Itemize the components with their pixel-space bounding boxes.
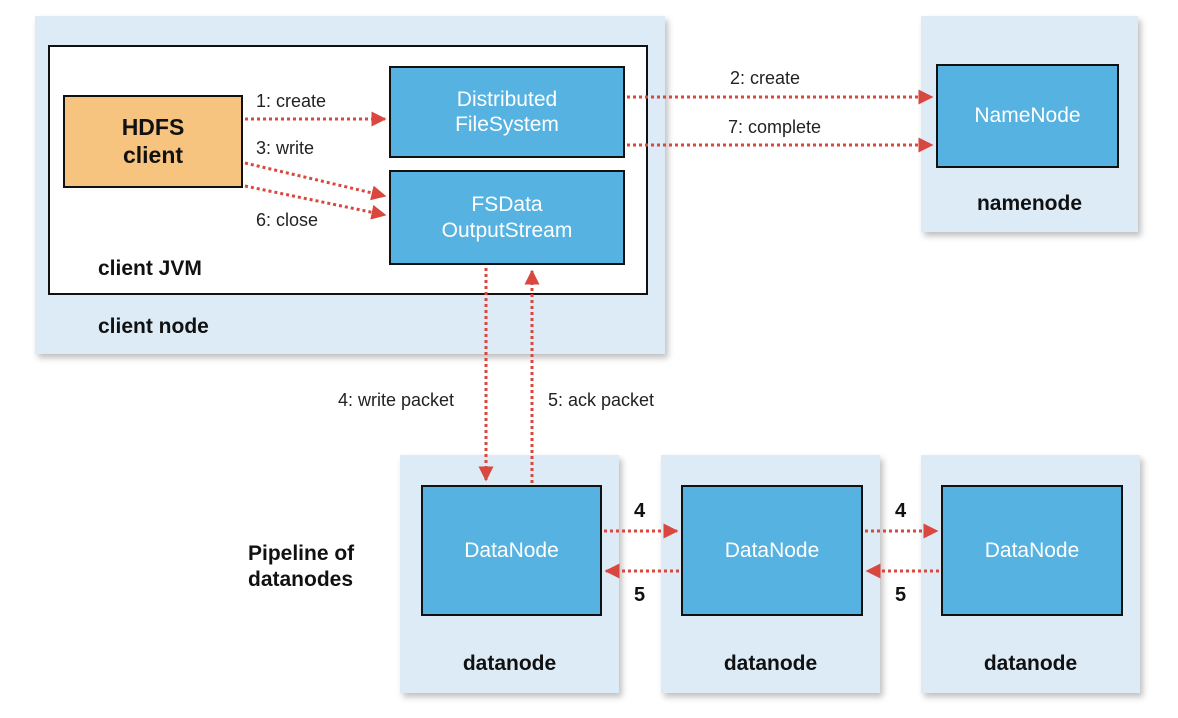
- client-node-label: client node: [98, 315, 209, 338]
- edge-label-create: 1: create: [256, 91, 327, 111]
- edge-label-write-packet: 4: write packet: [338, 390, 455, 410]
- datanode-label-3: datanode: [983, 652, 1078, 675]
- edge-label-complete: 7: complete: [728, 117, 822, 137]
- datanode-box-3: DataNode: [941, 485, 1123, 616]
- seq-back-1: 5: [634, 584, 646, 606]
- datanode-label-1: datanode: [462, 652, 557, 675]
- datanode-box-2: DataNode: [681, 485, 863, 616]
- namenode-label: namenode: [976, 192, 1083, 215]
- edge-label-ack-packet: 5: ack packet: [548, 390, 655, 410]
- datanode-label-2: datanode: [723, 652, 818, 675]
- namenode-box: NameNode: [936, 64, 1119, 168]
- pipeline-title: Pipeline of datanodes: [248, 542, 355, 592]
- hdfs-client-box: HDFS client: [63, 95, 243, 188]
- seq-forward-2: 4: [895, 500, 907, 522]
- seq-forward-1: 4: [634, 500, 646, 522]
- fsdata-outputstream-box: FSData OutputStream: [389, 170, 625, 265]
- datanode-box-1: DataNode: [421, 485, 602, 616]
- client-jvm-label: client JVM: [98, 257, 202, 280]
- distributed-filesystem-box: Distributed FileSystem: [389, 66, 625, 158]
- edge-label-nn-create: 2: create: [730, 68, 801, 88]
- edge-label-close: 6: close: [256, 210, 319, 230]
- seq-back-2: 5: [895, 584, 907, 606]
- arrow-write: [244, 161, 387, 201]
- edge-label-write: 3: write: [256, 138, 315, 158]
